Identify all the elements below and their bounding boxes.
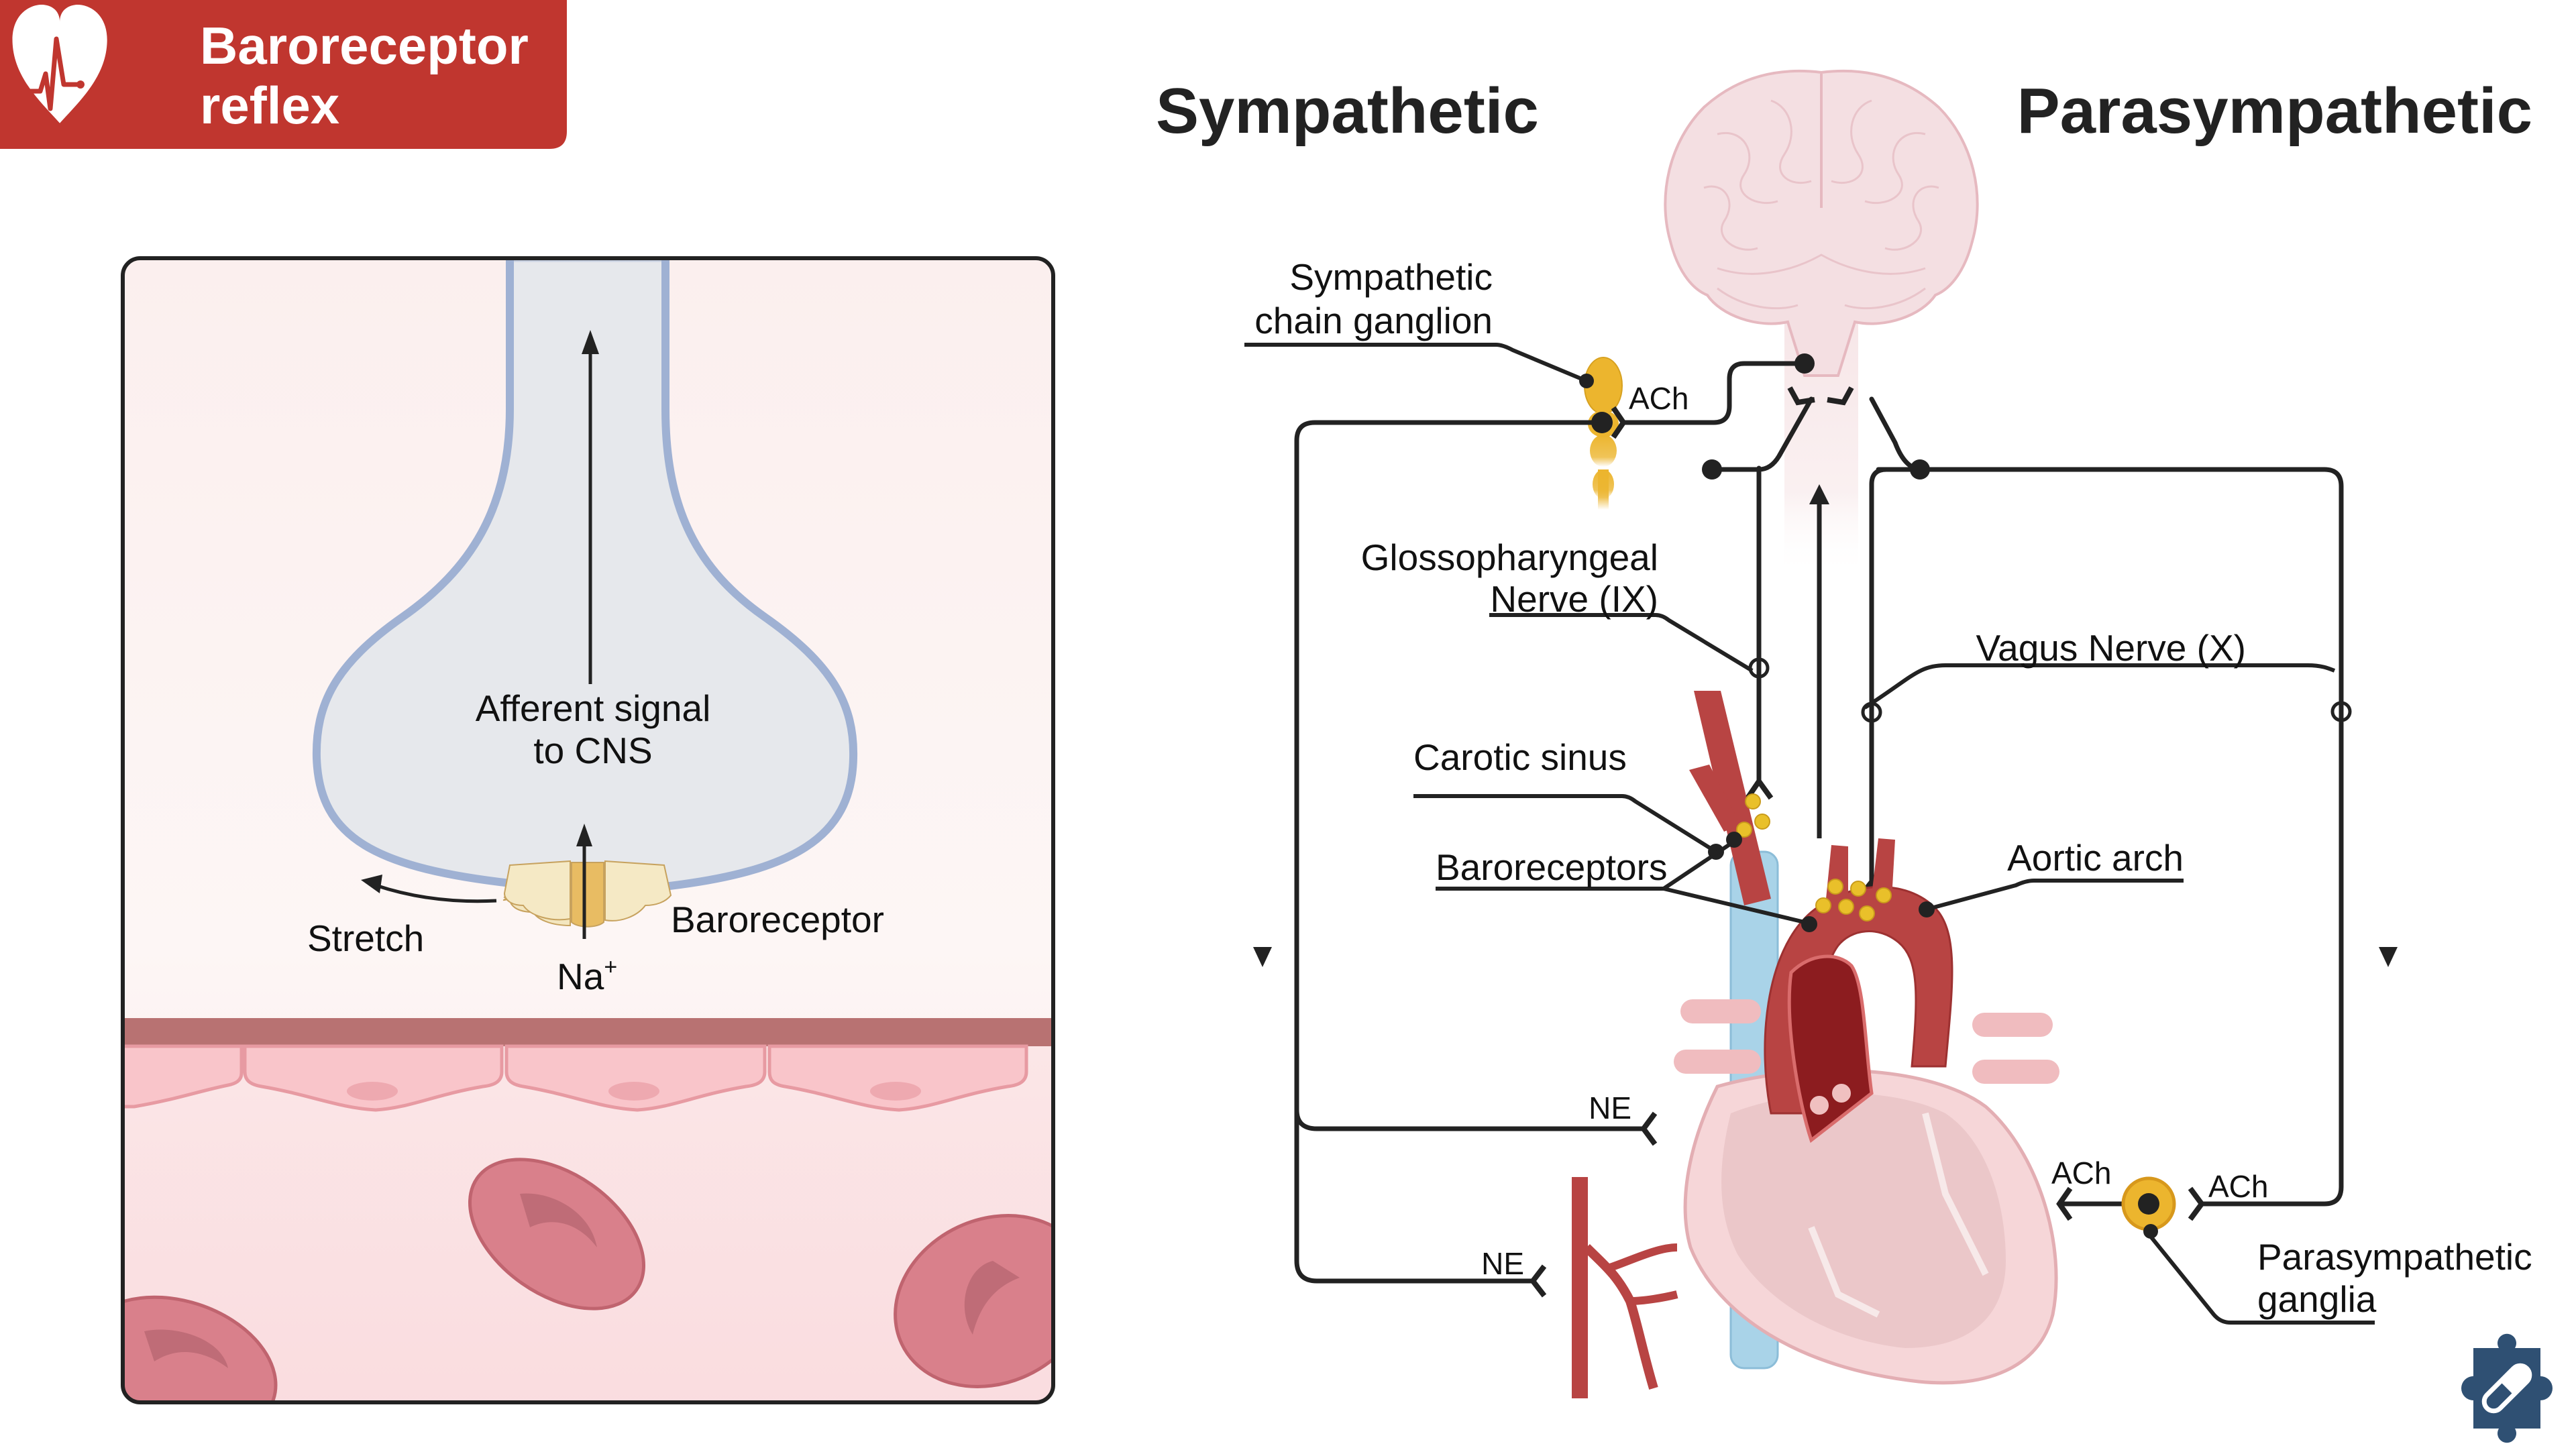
aortic-baroreceptors bbox=[1815, 879, 1892, 922]
title-line2: reflex bbox=[200, 76, 339, 135]
ne-heart-label: NE bbox=[1589, 1091, 1631, 1125]
glossopharyngeal-pathway bbox=[1702, 386, 1815, 800]
baroreceptors-label: Baroreceptors bbox=[1436, 846, 1667, 888]
afferent-label-line1: Afferent signal bbox=[476, 687, 711, 729]
red-blood-cell bbox=[468, 1158, 646, 1310]
label-leaders bbox=[1244, 343, 2375, 1325]
carotid-baroreceptors bbox=[1736, 793, 1770, 838]
carotid-sinus-label: Carotic sinus bbox=[1413, 736, 1627, 778]
stretch-label: Stretch bbox=[307, 917, 424, 959]
title-banner: Baroreceptor reflex bbox=[0, 0, 567, 149]
puzzle-pill-icon bbox=[2461, 1333, 2553, 1443]
chain-ganglion-label-line1: Sympathetic bbox=[1289, 256, 1493, 298]
ach-ganglion-label: ACh bbox=[2208, 1169, 2268, 1204]
vagus-nerve-label: Vagus Nerve (X) bbox=[1976, 627, 2246, 669]
baroreceptor-panel: Afferent signal to CNS Na+ Stretch Baror… bbox=[121, 256, 1055, 1404]
title-background bbox=[0, 0, 567, 149]
baroreceptor-channel bbox=[502, 860, 672, 928]
parasympathetic-ganglion bbox=[2056, 1176, 2205, 1231]
sodium-label: Na+ bbox=[557, 954, 617, 997]
red-blood-cell bbox=[123, 1295, 278, 1402]
ach-heart-label: ACh bbox=[2051, 1156, 2111, 1190]
ne-vessel-label: NE bbox=[1481, 1246, 1524, 1281]
afferent-label-line2: to CNS bbox=[533, 730, 652, 771]
glossopharyngeal-label-line2: Nerve (IX) bbox=[1490, 578, 1658, 620]
ach-chain-label: ACh bbox=[1629, 381, 1688, 416]
parasympathetic-heading: Parasympathetic bbox=[2017, 75, 2532, 147]
baroreceptor-label: Baroreceptor bbox=[671, 899, 884, 940]
glossopharyngeal-label-line1: Glossopharyngeal bbox=[1361, 537, 1658, 578]
parasympathetic-ganglia-label-line1: Parasympathetic bbox=[2257, 1236, 2532, 1278]
title-line1: Baroreceptor bbox=[200, 16, 529, 75]
heart-pulse-icon bbox=[12, 5, 107, 123]
parasympathetic-ganglia-label-line2: ganglia bbox=[2257, 1278, 2377, 1320]
heart-illustration bbox=[1572, 691, 2059, 1398]
red-blood-cell bbox=[894, 1214, 1053, 1388]
systemic-artery bbox=[1572, 1177, 1588, 1398]
sympathetic-heading: Sympathetic bbox=[1156, 75, 1539, 147]
stretch-arrow bbox=[375, 883, 497, 903]
aortic-arch-label: Aortic arch bbox=[2007, 837, 2184, 879]
carotid-artery bbox=[1694, 691, 1771, 905]
brain-icon bbox=[1664, 70, 1979, 577]
panel-border bbox=[121, 256, 1055, 1404]
vagus-pathway bbox=[1827, 386, 2398, 1207]
sympathetic-pathway bbox=[1253, 353, 1815, 1298]
chain-ganglion-label-line2: chain ganglion bbox=[1254, 300, 1493, 341]
